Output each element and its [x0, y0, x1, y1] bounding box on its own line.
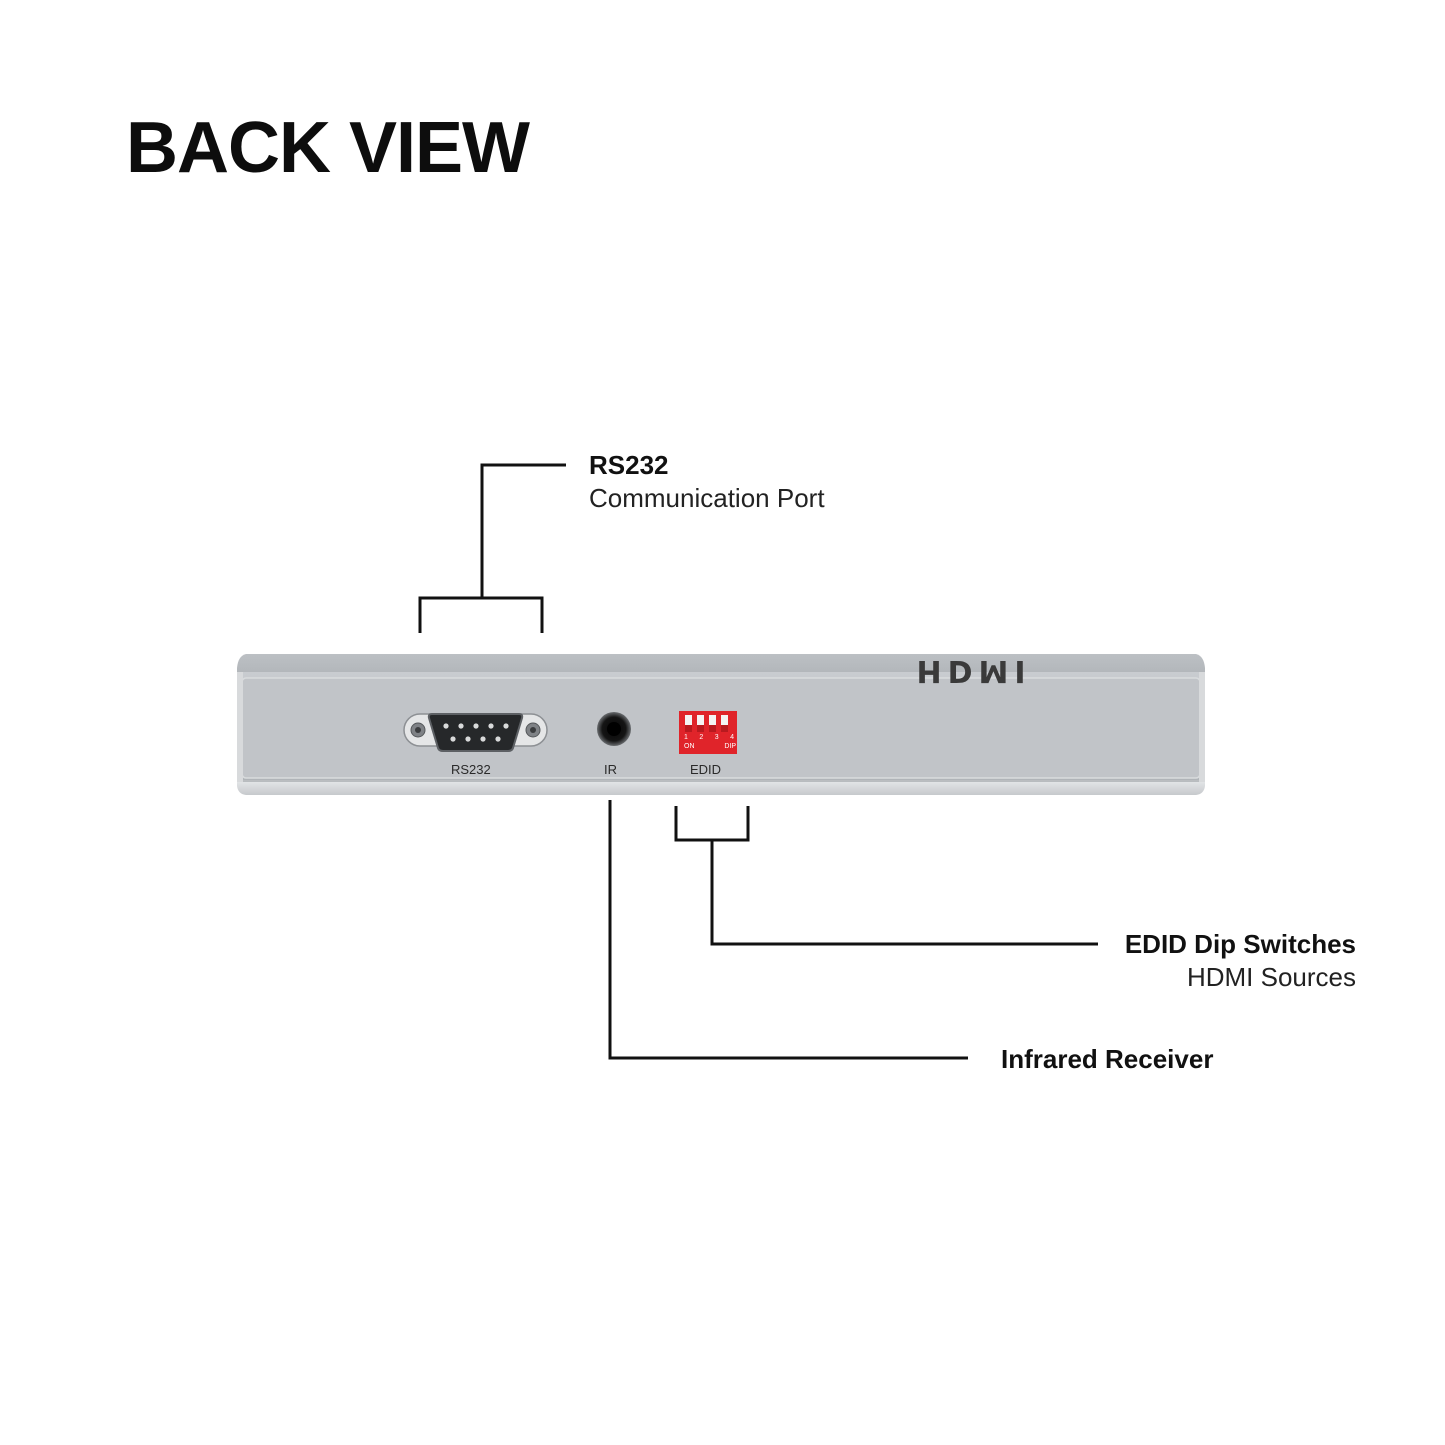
callout-rs232: RS232 Communication Port — [589, 449, 825, 514]
callout-ir-title: Infrared Receiver — [1001, 1044, 1214, 1074]
dip-on-label: ON — [684, 743, 695, 750]
callout-edid-subtitle: HDMI Sources — [1186, 961, 1356, 992]
page-title: BACK VIEW — [126, 108, 530, 188]
leader-line-ir — [608, 800, 968, 1060]
audio-jack-icon[interactable] — [597, 712, 631, 746]
dip-number-1: 1 — [684, 734, 688, 741]
brand-logo: HDMI — [916, 653, 1032, 688]
dip-number-3: 3 — [714, 734, 719, 741]
callout-rs232-subtitle: Communication Port — [589, 482, 825, 513]
port-label-edid: EDID — [690, 762, 722, 777]
db9-connector-icon[interactable] — [403, 713, 548, 752]
dip-dip-label: DIP — [724, 743, 736, 750]
port-label-ir: IR — [604, 762, 617, 777]
dip-switch-numbers: 1 2 3 4 — [684, 734, 734, 741]
callout-ir: Infrared Receiver — [1001, 1043, 1213, 1076]
dip-number-2: 2 — [699, 734, 704, 741]
leader-line-edid — [674, 806, 1098, 946]
dip-switch-labels: ON DIP — [684, 743, 736, 750]
callout-rs232-title: RS232 — [589, 450, 669, 480]
callout-edid-title: EDID Dip Switches — [1124, 929, 1356, 959]
dip-number-4: 4 — [730, 734, 734, 741]
leader-line-rs232 — [418, 463, 566, 633]
callout-edid: EDID Dip Switches HDMI Sources — [1125, 928, 1356, 993]
port-label-rs232: RS232 — [451, 762, 491, 777]
dip-switch-icon[interactable] — [679, 711, 737, 754]
